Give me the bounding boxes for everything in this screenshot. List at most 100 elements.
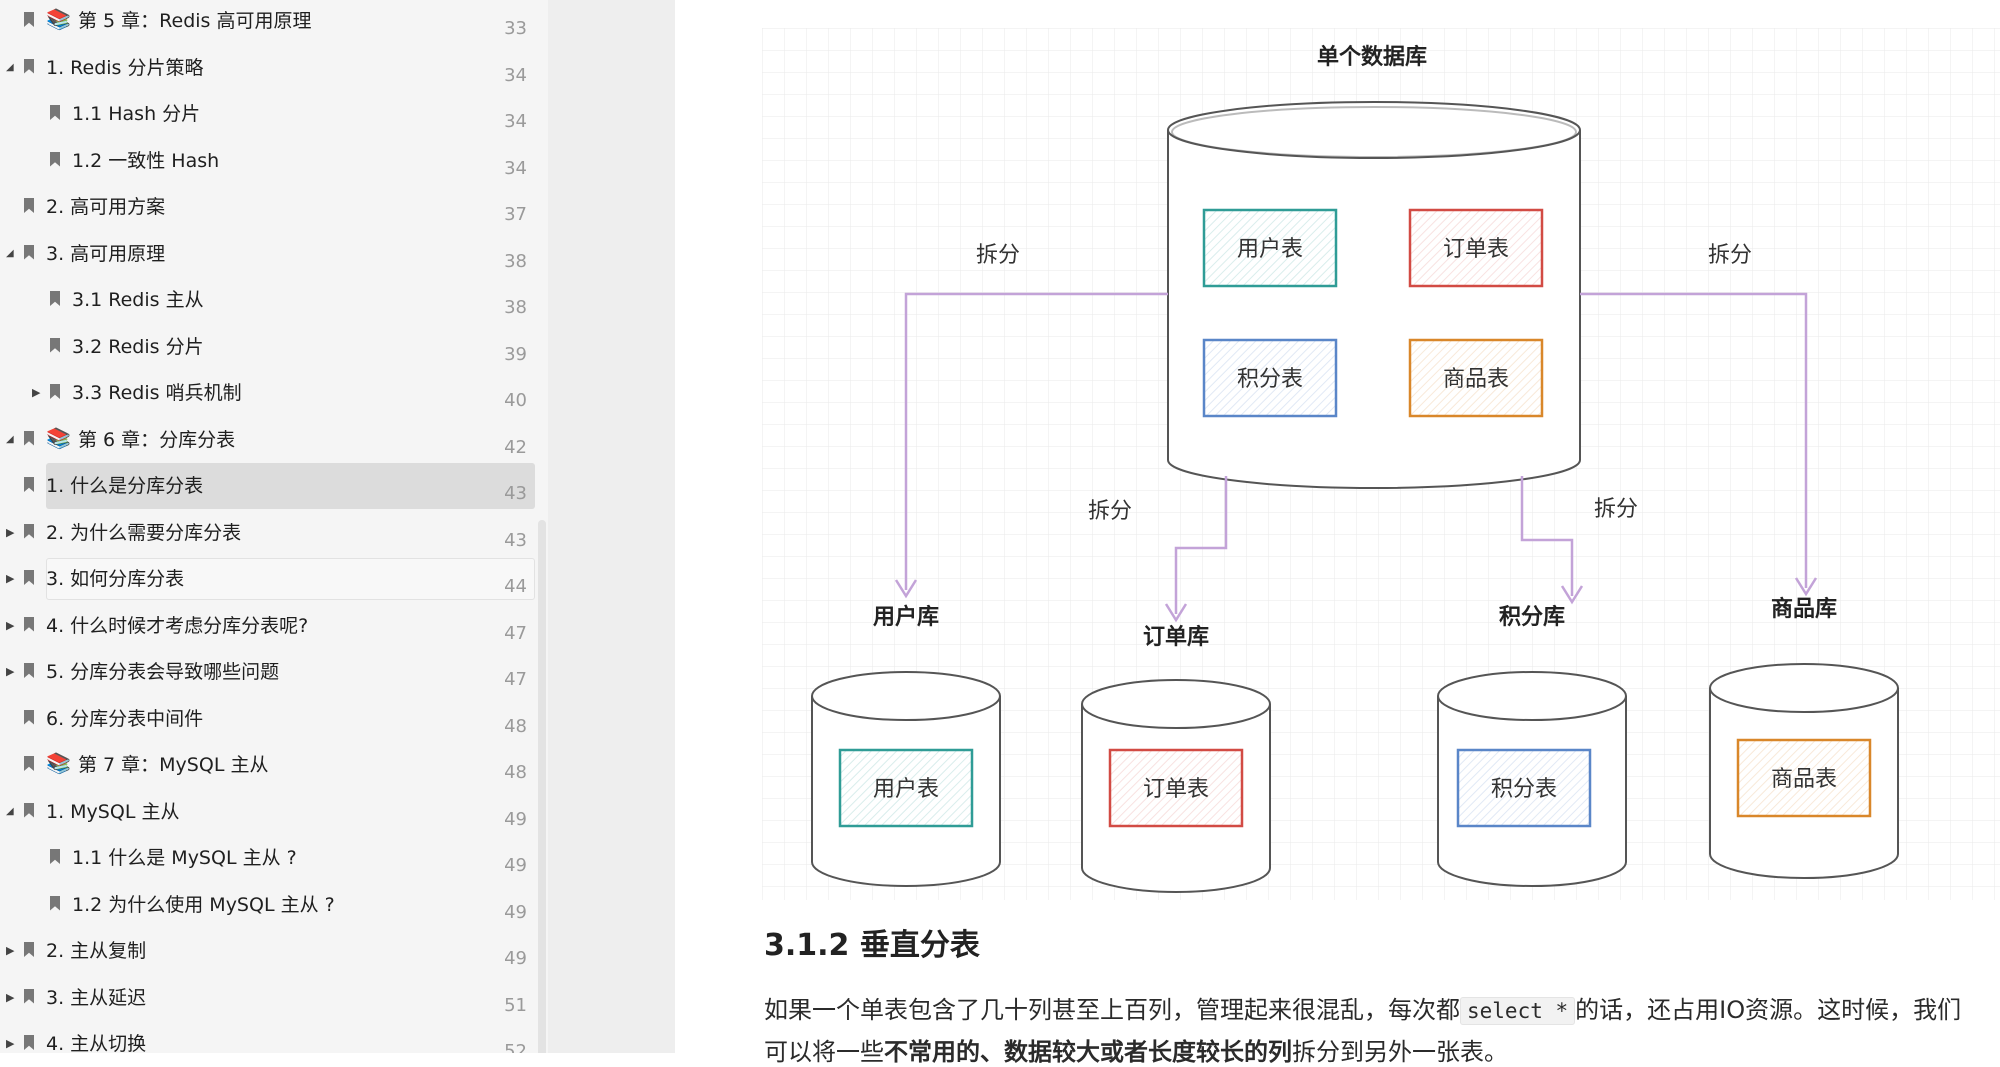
sidebar-gutter (548, 0, 675, 1053)
outline-item-label: 5. 分库分表会导致哪些问题 (46, 661, 280, 683)
outline-item-page: 43 (504, 529, 527, 551)
bookmark-icon (24, 244, 34, 260)
outline-item-highlight (46, 558, 535, 600)
user-db-table-label: 用户表 (873, 777, 939, 802)
bookmark-icon (24, 198, 34, 213)
main-db-cylinder (1167, 101, 1581, 489)
outline-item-label: 1.1 什么是 MySQL 主从 ? (72, 847, 297, 869)
expand-arrow-icon[interactable]: ◢ (6, 805, 14, 817)
main-db-title: 单个数据库 (1317, 44, 1427, 70)
main-table-user-label: 用户表 (1237, 237, 1303, 262)
outline-item-page: 52 (504, 1041, 527, 1053)
expand-arrow-icon[interactable]: ◢ (6, 61, 14, 73)
outline-item-page: 43 (504, 483, 527, 504)
arrow-to-points-db (1520, 476, 1574, 596)
split-arrows (894, 292, 1818, 623)
outline-item-label: 6. 分库分表中间件 (46, 707, 204, 730)
collapse-arrow-icon[interactable]: ▶ (6, 990, 15, 1004)
collapse-arrow-icon[interactable]: ▶ (6, 572, 15, 585)
outline-item[interactable]: ▶4. 什么时候才考虑分库分表呢?47 (0, 603, 535, 649)
bookmark-icon (24, 430, 34, 446)
expand-arrow-icon[interactable]: ◢ (6, 433, 14, 445)
bookmark-icon (24, 942, 34, 957)
collapse-arrow-icon[interactable]: ▶ (6, 525, 15, 539)
split-label-left: 拆分 (976, 243, 1020, 268)
arrow-to-product-db (1580, 292, 1808, 588)
books-icon: 📚 (46, 7, 71, 31)
outline-item[interactable]: 📚 第 5 章：Redis 高可用原理 33 (0, 0, 535, 44)
outline-item-label: 第 5 章：Redis 高可用原理 (78, 10, 312, 32)
outline-item[interactable]: ▶ 4. 主从切换 52 (0, 1021, 535, 1053)
books-icon: 📚 (46, 751, 71, 775)
bookmark-icon (24, 570, 34, 585)
collapse-arrow-icon[interactable]: ▶ (6, 944, 15, 957)
bookmark-icon (50, 895, 60, 911)
vertical-split-diagram: 单个数据库 用户表 订单表 积分表 商品表 拆分 拆分 拆分 拆分 用户库 订单… (762, 28, 2000, 900)
bookmark-icon (50, 151, 60, 167)
collapse-arrow-icon[interactable]: ▶ (6, 665, 15, 678)
outline-item-page: 48 (504, 762, 527, 783)
bookmark-icon (24, 58, 34, 74)
outline-item-page: 33 (504, 18, 527, 39)
bookmark-icon (24, 756, 34, 771)
collapse-arrow-icon[interactable]: ▶ (6, 618, 15, 632)
outline-item-page: 38 (504, 297, 527, 318)
collapse-arrow-icon[interactable]: ▶ (6, 1037, 15, 1050)
outline-item-page: 44 (504, 576, 527, 597)
collapse-arrow-icon[interactable]: ▶ (32, 386, 41, 399)
bookmark-icon (50, 384, 60, 399)
outline-item[interactable]: ▶ 3. 主从延迟 51 (0, 975, 535, 1021)
outline-item[interactable]: 1.1 什么是 MySQL 主从 ?49 (0, 835, 535, 881)
section-title: 3.1.2 垂直分表 (764, 928, 980, 963)
points-db-table: 积分表 (1456, 748, 1592, 828)
bookmark-icon (24, 12, 34, 27)
bookmark-icon (24, 1035, 34, 1050)
inline-code: select * (1460, 997, 1576, 1025)
bookmark-icon (24, 616, 34, 632)
main-table-order-label: 订单表 (1443, 237, 1509, 262)
outline-item-label: 3.3 Redis 哨兵机制 (72, 382, 242, 404)
outline-item[interactable]: 1.2 为什么使用 MySQL 主从 ?49 (0, 882, 535, 928)
para1-text-a: 如果一个单表包含了几十列甚至上百列，管理起来很混乱，每次都 (764, 996, 1460, 1024)
order-db-table-label: 订单表 (1143, 777, 1209, 802)
outline-item-page: 34 (504, 157, 527, 179)
main-table-points-label: 积分表 (1237, 367, 1303, 392)
expand-arrow-icon[interactable]: ◢ (6, 247, 14, 259)
outline-item-label: 2. 高可用方案 (46, 196, 166, 218)
outline-item-label: 4. 主从切换 (46, 1033, 147, 1053)
sidebar-scrollbar[interactable] (538, 520, 546, 1053)
outline-item-page: 47 (504, 622, 527, 644)
outline-item-label: 1. 什么是分库分表 (46, 475, 204, 497)
outline-item-page: 38 (504, 250, 527, 272)
user-db-table: 用户表 (838, 748, 974, 828)
bookmark-icon (50, 849, 60, 864)
split-label-mid-left: 拆分 (1088, 499, 1132, 524)
outline-item-page: 51 (504, 994, 527, 1016)
main-table-product-label: 商品表 (1443, 367, 1509, 392)
arrow-to-order-db (1174, 476, 1228, 614)
bookmark-icon (50, 337, 60, 353)
outline-item-label: 3. 主从延迟 (46, 986, 147, 1009)
outline-item-label: 1. MySQL 主从 (46, 800, 180, 823)
outline-item[interactable]: 1. 什么是分库分表 43 (0, 463, 535, 509)
para2-text-a: 可以将一些 (764, 1038, 884, 1066)
outline-item-page: 39 (504, 343, 527, 365)
